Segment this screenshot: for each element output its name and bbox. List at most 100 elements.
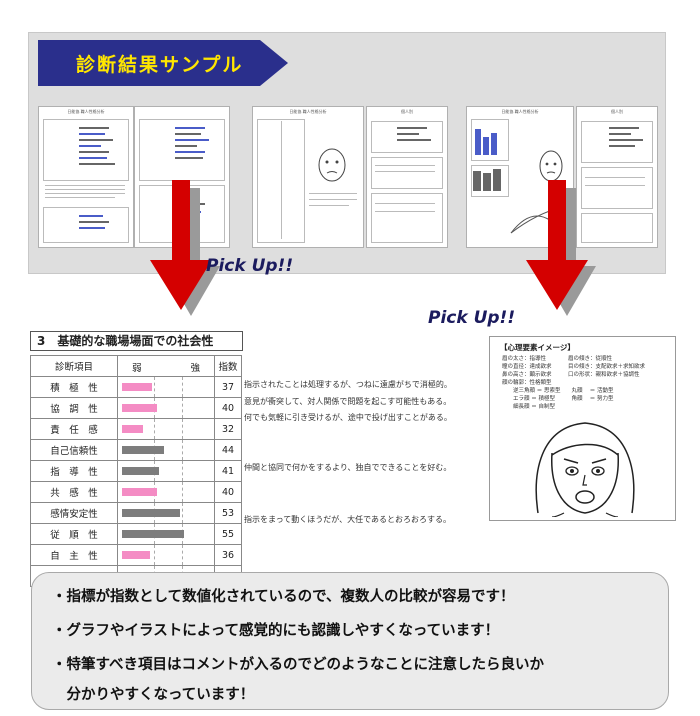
face-illustration [535,422,635,517]
sheet-tag: 個人別 [611,109,623,114]
grid-line [182,419,183,439]
sheet-tag: 個人別 [401,109,413,114]
score-bar [122,383,152,391]
header-strong: 強 [190,363,200,374]
row-name: 感情安定性 [30,502,118,524]
sheet-header: 日能協 職人性格分析 [289,109,327,114]
pickup-label-right: Pick Up!! [428,308,516,328]
comment-3: 何でも気軽に引き受けるが、途中で投げ出すことがある。 [244,413,452,422]
sample-sheet-3b: 個人別 [576,106,658,248]
face-line: 細長顔 ＝ 自制型 [502,404,555,410]
row-name: 共 感 性 [30,481,118,503]
face-line: 鼻の高さ：顕示欲求 口の形状：親和欲求＋協調性 [502,372,640,378]
comment-2: 意見が衝突して、対人関係で問題を起こす可能性もある。 [244,397,452,406]
grid-line [182,461,183,481]
table-row: 従 順 性 55 [30,523,242,545]
comment-4: 仲間と協同で何かをするより、独自でできることを好む。 [244,463,452,472]
row-name: 従 順 性 [30,523,118,545]
face-title: 【心理要素イメージ】 [500,343,575,352]
sample-banner: 診断結果サンプル [38,40,288,86]
row-name: 自 主 性 [30,544,118,566]
face-line: 眉の太さ：指導性 眉の傾き：従順性 [502,356,613,362]
banner-title: 診断結果サンプル [76,54,244,76]
comment-5: 指示をまって動くほうだが、大任であるとおろおろする。 [244,515,452,524]
table-row: 自己信頼性 44 [30,439,242,461]
row-index: 53 [214,502,242,524]
row-index: 44 [214,439,242,461]
score-bar [122,425,144,433]
row-index: 41 [214,460,242,482]
grid-line [154,545,155,565]
score-bar [122,509,181,517]
row-graph [117,376,215,398]
table-row: 感情安定性 53 [30,502,242,524]
pickup-label-left: Pick Up!! [206,256,294,276]
table-title: 3 基礎的な職場場面での社会性 [30,331,243,351]
score-bar [122,530,184,538]
score-bar [122,551,151,559]
row-name: 責 任 感 [30,418,118,440]
header-scale: 弱 強 [117,355,215,377]
row-graph [117,502,215,524]
table-row: 指 導 性 41 [30,460,242,482]
row-graph [117,523,215,545]
face-line: エラ顔 ＝ 積極型 角顔 ＝ 努力型 [502,396,614,402]
table-row: 共 感 性 40 [30,481,242,503]
row-graph [117,481,215,503]
row-index: 37 [214,376,242,398]
row-index: 32 [214,418,242,440]
score-table: 診断項目 弱 強 指数 積 極 性 37 協 調 性 40 責 任 感 32 自己信頼性 44… [30,355,242,587]
row-name: 積 極 性 [30,376,118,398]
header-weak: 弱 [132,363,142,374]
row-graph [117,460,215,482]
row-graph [117,439,215,461]
summary-box [31,572,669,710]
header-item: 診断項目 [30,355,118,377]
summary-bullet-1: ・指標が指数として数値化されているので、複数人の比較が容易です！ [52,589,515,605]
grid-line [182,440,183,460]
row-graph [117,397,215,419]
row-name: 協 調 性 [30,397,118,419]
face-card: 【心理要素イメージ】 眉の太さ：指導性 眉の傾き：従順性 瞳の直径：達成欲求 目… [489,336,676,521]
sample-sheet-1: 日能協 職人性格分析 [38,106,134,248]
sheet-header: 日能協 職人性格分析 [67,109,105,114]
grid-line [154,419,155,439]
table-row: 積 極 性 37 [30,376,242,398]
pickup-arrow-left [150,180,220,316]
grid-line [154,377,155,397]
table-row: 責 任 感 32 [30,418,242,440]
score-bar [122,404,158,412]
header-index: 指数 [214,355,242,377]
face-line: 顔の輪郭：性格類型 [502,380,552,386]
table-header-row: 診断項目 弱 強 指数 [30,355,242,377]
row-graph [117,544,215,566]
grid-line [182,545,183,565]
row-graph [117,418,215,440]
grid-line [182,398,183,418]
score-bar [122,488,158,496]
row-index: 40 [214,397,242,419]
face-thumb [318,148,346,182]
row-index: 55 [214,523,242,545]
summary-bullet-3: ・特筆すべき項目はコメントが入るのでどのようなことに注意したら良いか [52,657,544,673]
pickup-arrow-right [526,180,596,316]
score-bar [122,467,159,475]
table-row: 自 主 性 36 [30,544,242,566]
row-index: 40 [214,481,242,503]
table-row: 協 調 性 40 [30,397,242,419]
grid-line [182,482,183,502]
summary-bullet-2: ・グラフやイラストによって感覚的にも認識しやすくなっています！ [52,623,500,639]
row-name: 指 導 性 [30,460,118,482]
grid-line [182,503,183,523]
sample-sheet-2: 日能協 職人性格分析 [252,106,364,248]
sheet-header: 日能協 職人性格分析 [501,109,539,114]
face-line: 逆三角顔 ＝ 思索型 丸顔 ＝ 活動型 [502,388,614,394]
sample-sheet-3: 日能協 職人性格分析 [466,106,574,248]
summary-bullet-4: 分かりやすくなっています！ [52,687,255,703]
row-index: 36 [214,544,242,566]
banner-shape [38,40,288,86]
score-bar [122,446,165,454]
comment-1: 指示されたことは処理するが、つねに遠慮がちで消極的。 [244,380,452,389]
row-name: 自己信頼性 [30,439,118,461]
